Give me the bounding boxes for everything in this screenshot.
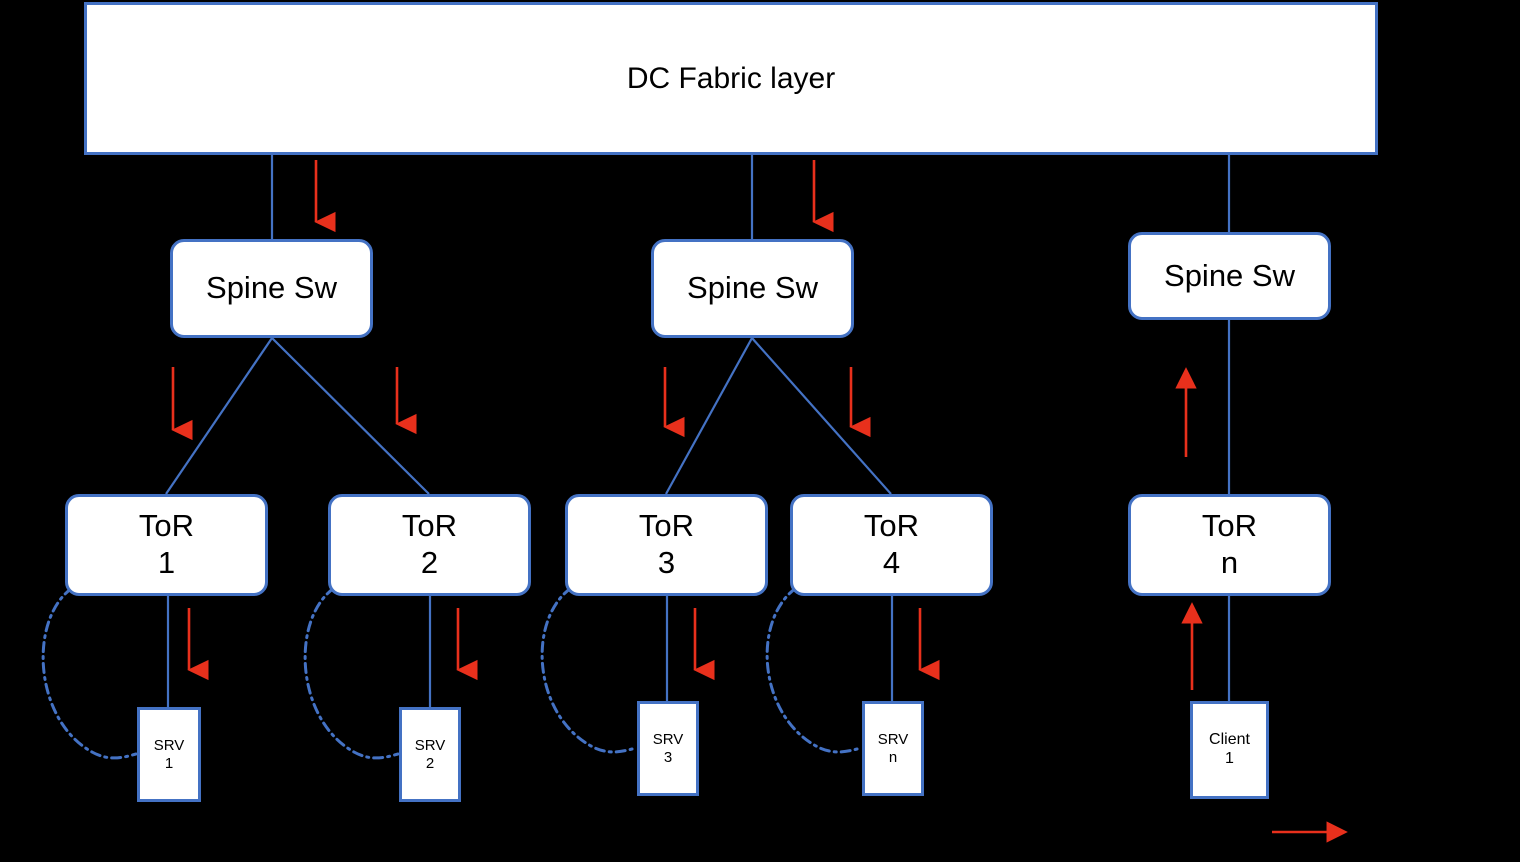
solid-links-group [165,155,1231,707]
tor-1-label-2: 1 [157,545,176,580]
tor-n-label-1: ToR [1201,508,1258,544]
srv-3-label-1: SRV [652,730,684,748]
spine-1-to-tor-1-link [165,337,273,495]
tor-1-label-1: ToR [138,508,195,544]
client-1-label-2: 1 [1225,750,1234,767]
dc-fabric-layer-box[interactable]: DC Fabric layer [84,2,1378,155]
spine-sw-2-box[interactable]: Spine Sw [651,239,854,338]
tor-4-label-2: 4 [882,545,901,580]
spine-1-to-tor-2-link [271,337,430,495]
srv-1-label-1: SRV [153,736,185,754]
spine-sw-n-box[interactable]: Spine Sw [1128,232,1331,320]
srv-3-label-2: 3 [663,748,673,766]
srv-2-label-2: 2 [425,754,435,772]
tor-1-loopback-srv-1-link [41,586,138,760]
spine-sw-1-box[interactable]: Spine Sw [170,239,373,338]
tor-2-label-1: ToR [401,508,458,544]
tor-2-label-2: 2 [420,545,439,580]
spine-2-to-tor-3-link [665,337,753,495]
client-1-label-1: Client [1209,731,1250,749]
tor-3-label-1: ToR [638,508,695,544]
srv-1-label-2: 1 [164,754,174,772]
spine-sw-2-label: Spine Sw [687,270,818,306]
tor-3-loopback-srv-3-link [540,586,638,754]
srv-n-label-1: SRV [877,730,909,748]
spine-2-to-tor-4-link [751,337,892,495]
srv-n-label-2: n [888,748,898,766]
tor-4-loopback-srv-n-link [765,586,863,754]
srv-2-label-1: SRV [414,736,446,754]
tor-4-label-1: ToR [863,508,920,544]
tor-2-loopback-srv-2-link [303,586,400,760]
tor-3-label-2: 3 [657,545,676,580]
tor-n-label-2: n [1220,545,1239,580]
dc-fabric-layer-label: DC Fabric layer [626,61,836,95]
spine-sw-1-label: Spine Sw [206,270,337,306]
spine-sw-n-label: Spine Sw [1164,257,1295,293]
